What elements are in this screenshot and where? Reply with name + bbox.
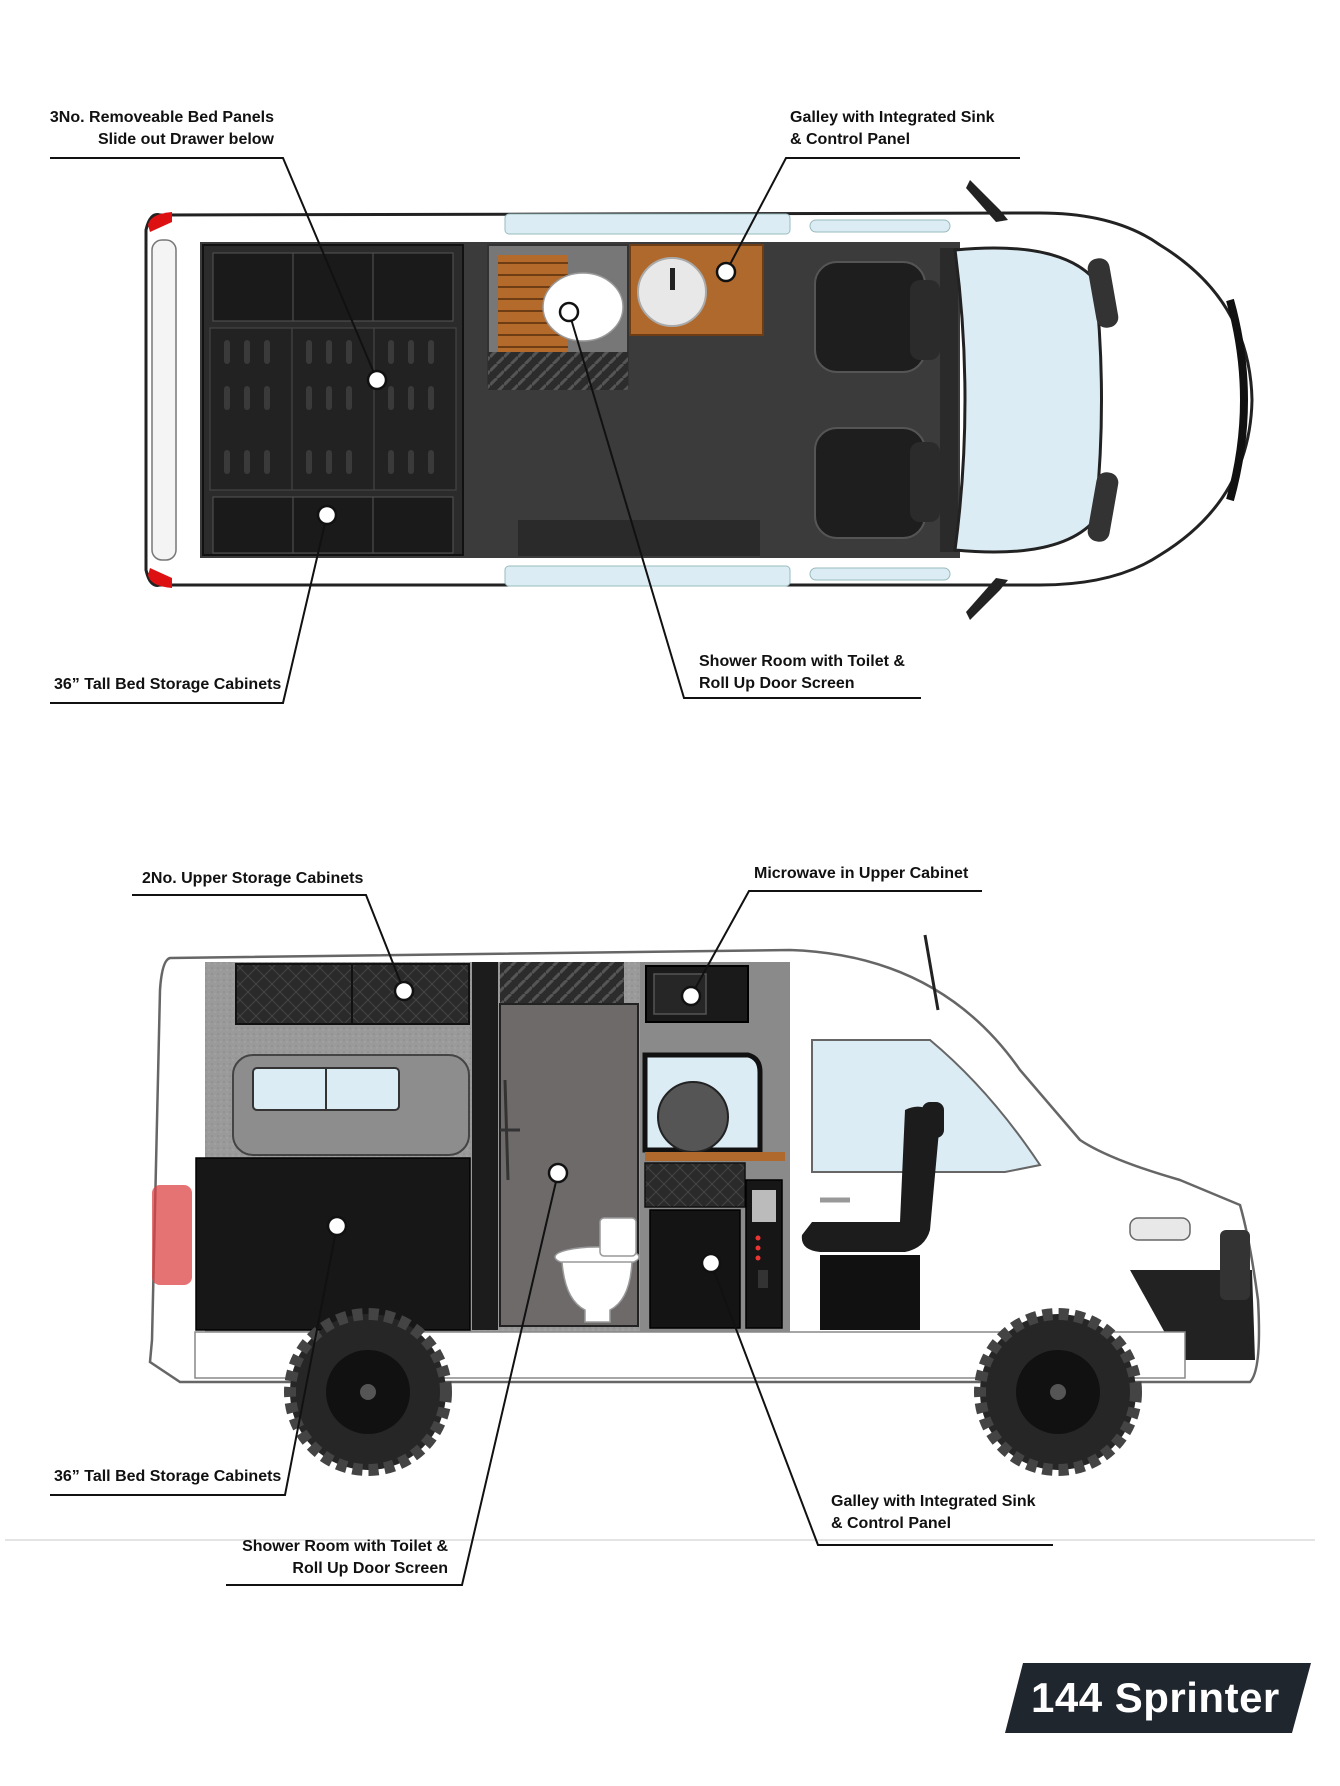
- label-side-storage: 36” Tall Bed Storage Cabinets: [54, 1466, 281, 1488]
- label-top-bed-panels: 3No. Removeable Bed Panels Slide out Dra…: [46, 107, 274, 151]
- label-top-storage-line1: 36” Tall Bed Storage Cabinets: [54, 676, 282, 693]
- label-side-storage-line1: 36” Tall Bed Storage Cabinets: [54, 1468, 282, 1485]
- top-rear-light-right: [148, 568, 172, 588]
- top-toilet: [542, 272, 624, 342]
- side-sink-bowl: [657, 1081, 729, 1153]
- callout-line-side-storage: [50, 1225, 338, 1496]
- top-seat-right: [814, 427, 940, 539]
- label-side-microwave: Microwave in Upper Cabinet: [754, 863, 968, 885]
- top-rear-light-left: [148, 212, 172, 232]
- top-upper-cabinets: [212, 252, 454, 554]
- side-galley-cabinet: [649, 1209, 741, 1329]
- side-shower-top: [500, 962, 624, 1004]
- top-mirror-left: [966, 180, 1008, 222]
- marker-top-storage: [316, 504, 338, 526]
- callout-line-side-shower: [226, 1172, 559, 1586]
- side-toilet: [554, 1217, 640, 1323]
- callout-line-top-bed-panels: [50, 157, 378, 381]
- top-sink: [637, 257, 707, 327]
- top-window-left: [504, 213, 791, 235]
- top-view-van: [144, 180, 1254, 620]
- top-tap: [670, 268, 675, 290]
- label-side-upper-cabinets-line1: 2No. Upper Storage Cabinets: [142, 870, 364, 887]
- side-view-van: [148, 934, 1261, 1476]
- label-top-galley-line2: & Control Panel: [790, 131, 911, 148]
- label-top-galley-line1: Galley with Integrated Sink: [790, 109, 995, 126]
- marker-side-microwave: [680, 985, 702, 1007]
- marker-side-galley: [700, 1252, 722, 1274]
- callout-markers: [316, 261, 737, 1274]
- label-top-galley: Galley with Integrated Sink & Control Pa…: [790, 107, 995, 151]
- side-shower-column: [472, 962, 498, 1330]
- top-seat-left: [814, 261, 940, 373]
- marker-top-galley: [715, 261, 737, 283]
- callout-line-side-microwave: [690, 890, 982, 997]
- side-rear-wheel: [284, 1308, 452, 1476]
- callout-line-side-upper: [132, 894, 405, 992]
- top-vent-left: [1087, 258, 1119, 328]
- label-top-shower-line1: Shower Room with Toilet &: [699, 653, 905, 670]
- side-shower-fixture: [500, 1079, 520, 1181]
- side-rear-light: [152, 1185, 192, 1285]
- top-vent-right: [1087, 472, 1119, 542]
- marker-side-storage: [326, 1215, 348, 1237]
- side-galley-drawer: [644, 1162, 746, 1208]
- model-badge: 144 Sprinter: [1031, 1674, 1280, 1721]
- top-mirror-right: [966, 578, 1008, 620]
- top-bed-panels: [209, 327, 457, 491]
- callout-line-side-galley: [710, 1262, 1053, 1546]
- label-top-storage: 36” Tall Bed Storage Cabinets: [54, 674, 281, 696]
- label-side-shower-line2: Roll Up Door Screen: [292, 1560, 448, 1577]
- label-top-bed-panels-line1: 3No. Removeable Bed Panels: [49, 109, 274, 126]
- top-bed-slots: [224, 340, 434, 474]
- top-window-cab-left: [809, 219, 951, 233]
- label-side-galley-line1: Galley with Integrated Sink: [831, 1493, 1036, 1510]
- label-top-shower: Shower Room with Toilet & Roll Up Door S…: [699, 651, 905, 695]
- label-side-galley: Galley with Integrated Sink & Control Pa…: [831, 1491, 1036, 1535]
- label-side-shower: Shower Room with Toilet & Roll Up Door S…: [230, 1536, 448, 1580]
- label-side-galley-line2: & Control Panel: [831, 1515, 952, 1532]
- label-side-microwave-line1: Microwave in Upper Cabinet: [754, 865, 969, 882]
- top-rear-doors: [151, 239, 177, 561]
- marker-side-upper: [393, 980, 415, 1002]
- top-dashboard: [940, 248, 958, 552]
- marker-side-shower: [547, 1162, 569, 1184]
- label-side-shower-line1: Shower Room with Toilet &: [242, 1538, 448, 1555]
- top-shower-curtain: [488, 352, 628, 390]
- side-driver-seat: [801, 1102, 944, 1330]
- top-floor-mat: [518, 520, 760, 556]
- callout-lines: [50, 157, 1053, 1586]
- side-galley-counter: [645, 1152, 785, 1161]
- label-side-upper-cabinets: 2No. Upper Storage Cabinets: [142, 868, 363, 890]
- side-headlight: [1129, 1217, 1191, 1241]
- side-grille: [1220, 1230, 1250, 1300]
- top-window-cab-right: [809, 567, 951, 581]
- top-front-bumper: [1226, 298, 1248, 502]
- callout-line-top-storage: [50, 514, 328, 704]
- callout-line-top-shower: [568, 311, 921, 699]
- side-front-wheel: [974, 1308, 1142, 1476]
- badge-background: [1005, 1663, 1311, 1733]
- marker-top-shower: [558, 301, 580, 323]
- callout-line-top-galley: [725, 157, 1020, 273]
- label-top-shower-line2: Roll Up Door Screen: [699, 675, 855, 692]
- side-antenna: [923, 934, 940, 1011]
- marker-top-bed-panels: [366, 369, 388, 391]
- label-top-bed-panels-line2: Slide out Drawer below: [97, 131, 274, 148]
- top-windscreen: [953, 246, 1103, 554]
- side-control-switches: [752, 1190, 776, 1288]
